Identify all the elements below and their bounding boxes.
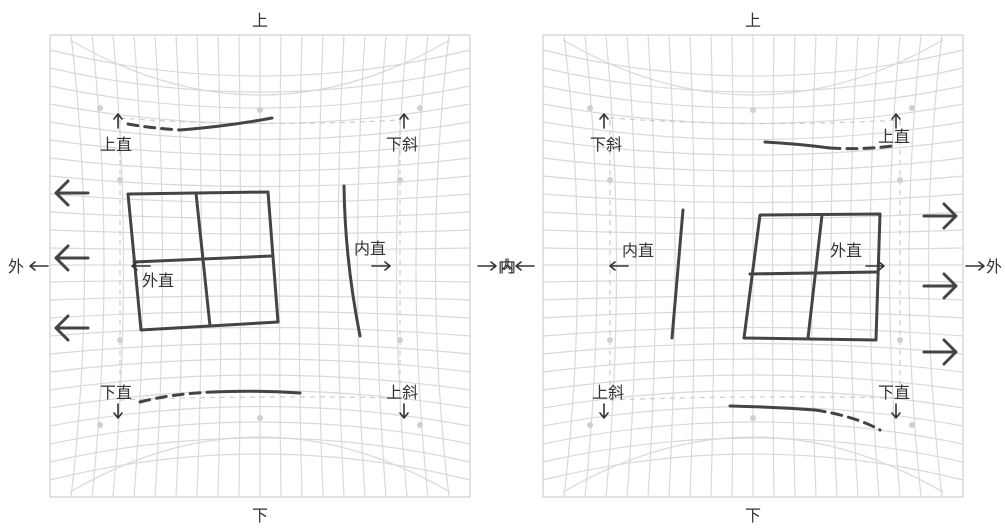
right-grid-outline — [742, 212, 882, 342]
left-label-inner: 内 — [498, 257, 514, 276]
left-grid — [49, 34, 471, 498]
arrow-left-icon — [54, 314, 90, 342]
right-label-center: 外直 — [830, 241, 862, 260]
right-lower-track — [728, 404, 817, 412]
left-label-upper-left: 上直 — [100, 135, 132, 154]
right-guides — [587, 105, 915, 428]
left-label-outer: 外 — [8, 257, 24, 276]
left-labels: 上 下 外 内 上直 下斜 下直 上斜 外直 内直 — [8, 11, 514, 525]
left-label-upper-right: 下斜 — [386, 135, 418, 154]
right-outward-arrows — [922, 202, 958, 366]
arrow-left-icon — [29, 261, 49, 271]
right-label-upper-left: 下斜 — [590, 135, 622, 154]
left-panel: 上 下 外 内 上直 下斜 下直 上斜 外直 内直 — [8, 11, 514, 525]
arrow-up-icon — [891, 113, 901, 129]
arrow-down-icon — [599, 403, 609, 419]
arrow-right-icon — [922, 272, 958, 300]
arrow-left-icon — [54, 244, 90, 272]
arrow-down-icon — [113, 403, 123, 419]
left-eye-gaze-marks — [126, 116, 362, 404]
arrow-up-icon — [599, 113, 609, 129]
left-label-right: 内直 — [354, 239, 386, 258]
arrow-left-icon — [54, 179, 90, 207]
arrow-right-icon — [477, 261, 497, 271]
arrow-right-icon — [371, 261, 391, 271]
right-label-inner: 内 — [500, 257, 516, 276]
right-panel: 上 下 内 外 下斜 上直 上斜 下直 外直 内直 — [500, 11, 1002, 525]
left-label-bottom: 下 — [252, 506, 268, 525]
left-label-lower-right: 上斜 — [386, 383, 418, 402]
right-label-lower-right: 下直 — [878, 383, 910, 402]
left-right-vertical-curve — [342, 184, 362, 338]
left-guides — [97, 105, 423, 428]
right-label-upper-right: 上直 — [878, 127, 910, 146]
left-label-top: 上 — [252, 11, 268, 30]
right-eye-gaze-marks — [670, 140, 894, 432]
left-label-center: 外直 — [142, 271, 174, 290]
right-upper-track — [763, 140, 832, 150]
arrow-up-icon — [399, 113, 409, 129]
arrow-down-icon — [399, 403, 409, 419]
right-label-outer: 外 — [986, 257, 1002, 276]
left-upper-track-dashed — [126, 122, 182, 132]
right-labels: 上 下 内 外 下斜 上直 上斜 下直 外直 内直 — [500, 11, 1002, 525]
left-lower-track-dashed — [138, 390, 214, 404]
right-small-arrows — [515, 113, 985, 419]
left-grid-v — [194, 191, 212, 328]
arrow-right-icon — [922, 202, 958, 230]
right-upper-track-dashed — [828, 144, 894, 151]
arrow-right-icon — [965, 261, 985, 271]
left-grid-outline — [126, 190, 280, 332]
right-label-left: 内直 — [622, 241, 654, 260]
right-grid-v — [806, 213, 824, 340]
left-upper-track — [178, 116, 274, 132]
arrow-left-icon — [131, 261, 151, 271]
right-left-vertical-curve — [670, 208, 685, 340]
left-outward-arrows — [54, 179, 90, 342]
left-lower-track — [210, 389, 302, 395]
right-label-lower-left: 上斜 — [592, 383, 624, 402]
arrow-down-icon — [891, 403, 901, 419]
right-label-top: 上 — [745, 11, 761, 30]
left-label-lower-left: 下直 — [100, 383, 132, 402]
arrow-left-icon — [515, 261, 535, 271]
arrow-right-icon — [922, 338, 958, 366]
arrow-up-icon — [113, 113, 123, 129]
left-small-arrows — [29, 113, 497, 419]
arrow-right-icon — [865, 261, 885, 271]
right-lower-track-dashed — [813, 408, 882, 432]
arrow-left-icon — [609, 261, 629, 271]
right-label-bottom: 下 — [745, 506, 761, 525]
